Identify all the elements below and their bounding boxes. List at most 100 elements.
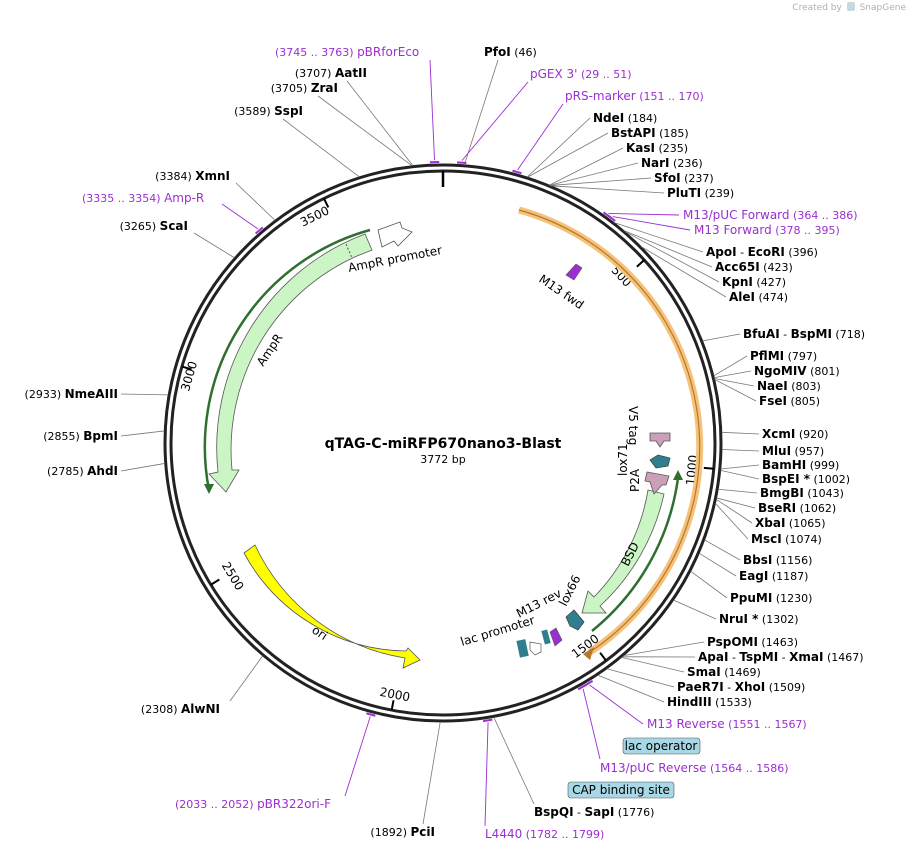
primer-position: (3335 .. 3354) <box>82 192 164 205</box>
tick-mark <box>392 700 394 710</box>
site-leader <box>528 133 608 177</box>
primer-name: M13/pUC Forward <box>683 208 790 222</box>
site-leader <box>705 540 740 560</box>
site-position: (801) <box>807 365 840 378</box>
primer-label: M13/pUC Reverse (1564 .. 1586) <box>600 761 789 775</box>
site-leader <box>464 60 498 165</box>
lac-operator-block <box>516 639 528 657</box>
tick-label: 3500 <box>298 203 332 229</box>
site-position: (1065) <box>785 517 825 530</box>
site-label: (3707) AatII <box>295 66 367 80</box>
site-position: (184) <box>624 112 657 125</box>
site-leader <box>121 463 165 471</box>
site-leader <box>549 148 623 185</box>
right-green-arrowhead <box>673 470 683 480</box>
site-label: XcmI (920) <box>762 427 828 441</box>
site-name: XhoI <box>735 680 766 694</box>
site-name: PluTI <box>667 186 701 200</box>
primer-position: (29 .. 51) <box>577 68 631 81</box>
site-name: BmgBI <box>760 486 804 500</box>
site-leader <box>625 232 719 282</box>
site-name: AlwNI <box>181 702 220 716</box>
site-label: (3589) SspI <box>234 104 303 118</box>
credit-brand: SnapGene <box>860 3 906 13</box>
primer-name: L4440 <box>485 827 522 841</box>
primer-leader <box>430 60 435 160</box>
site-position: (427) <box>753 276 786 289</box>
site-name: SapI <box>585 805 615 819</box>
site-label: MscI (1074) <box>751 532 822 546</box>
primer-name: pRS-marker <box>565 89 636 103</box>
lox71-marker <box>650 455 670 468</box>
primer-leader <box>485 722 488 826</box>
primer-position: (378 .. 395) <box>772 224 840 237</box>
credit-prefix: Created by <box>792 3 842 13</box>
site-position: (185) <box>656 127 689 140</box>
plasmid-length: 3772 bp <box>420 453 465 466</box>
site-name: AleI <box>729 290 755 304</box>
tick-mark <box>211 580 220 585</box>
site-name: XbaI <box>755 516 785 530</box>
site-label: BspEI * (1002) <box>762 472 850 486</box>
site-name: ScaI <box>160 219 188 233</box>
site-name: PfoI <box>484 45 511 59</box>
cap-site-label: CAP binding site <box>572 783 670 797</box>
snapgene-credit: Created by SnapGene <box>792 2 906 13</box>
site-leader <box>691 571 727 598</box>
lac-promoter-arrow <box>530 642 541 655</box>
site-name: XcmI <box>762 427 795 441</box>
site-label: (2933) NmeAIII <box>25 387 118 401</box>
site-leader <box>703 334 740 341</box>
site-position: (957) <box>791 445 824 458</box>
site-name: AhdI <box>87 464 118 478</box>
tick-mark <box>600 653 606 661</box>
site-leader <box>283 119 359 177</box>
site-name: MscI <box>751 532 782 546</box>
site-label: (1892) PciI <box>370 825 435 839</box>
site-position: (718) <box>832 328 865 341</box>
site-label: (2308) AlwNI <box>141 702 220 716</box>
site-label: BmgBI (1043) <box>760 486 844 500</box>
site-label: BstAPI (185) <box>611 126 689 140</box>
site-label: NarI (236) <box>641 156 703 170</box>
primer-mark <box>483 720 492 721</box>
site-name: BbsI <box>743 553 772 567</box>
site-label: FseI (805) <box>759 394 820 408</box>
site-position: (1776) <box>614 806 654 819</box>
cap-site-block <box>541 629 550 644</box>
site-name: NruI * <box>719 612 759 626</box>
site-name: BspQI <box>534 805 574 819</box>
site-name: NmeAIII <box>65 387 118 401</box>
primer-position: (3745 .. 3763) <box>275 46 357 59</box>
v5-tag-arrow <box>650 433 670 447</box>
site-name: XmnI <box>195 169 230 183</box>
site-position: (1002) <box>810 473 850 486</box>
site-leader <box>236 183 275 220</box>
primer-leader <box>609 213 679 215</box>
site-label: NdeI (184) <box>593 111 657 125</box>
primer-position: (151 .. 170) <box>636 90 704 103</box>
site-label: MluI (957) <box>762 444 824 458</box>
site-leader <box>494 717 534 804</box>
site-leader <box>722 450 759 451</box>
site-leader <box>347 81 413 166</box>
primer-leader <box>583 689 600 759</box>
site-position: (235) <box>655 142 688 155</box>
tick-label: 2500 <box>219 559 247 592</box>
primer-position: (364 .. 386) <box>790 209 858 222</box>
primer-label: L4440 (1782 .. 1799) <box>485 827 604 841</box>
site-label: PflMI (797) <box>750 349 817 363</box>
site-label: NruI * (1302) <box>719 612 799 626</box>
site-position: (2785) <box>47 465 87 478</box>
primer-name: M13 Forward <box>694 223 772 237</box>
tick-mark <box>704 468 714 469</box>
site-label: ApoI - EcoRI (396) <box>706 245 818 259</box>
label-ori: ori <box>309 623 330 643</box>
snapgene-logo-icon <box>847 2 855 11</box>
ampr-arrow <box>209 234 372 492</box>
site-position: (46) <box>511 46 537 59</box>
site-leader <box>121 431 164 436</box>
lac-operator-box: lac operator <box>623 738 700 754</box>
site-position: (474) <box>755 291 788 304</box>
